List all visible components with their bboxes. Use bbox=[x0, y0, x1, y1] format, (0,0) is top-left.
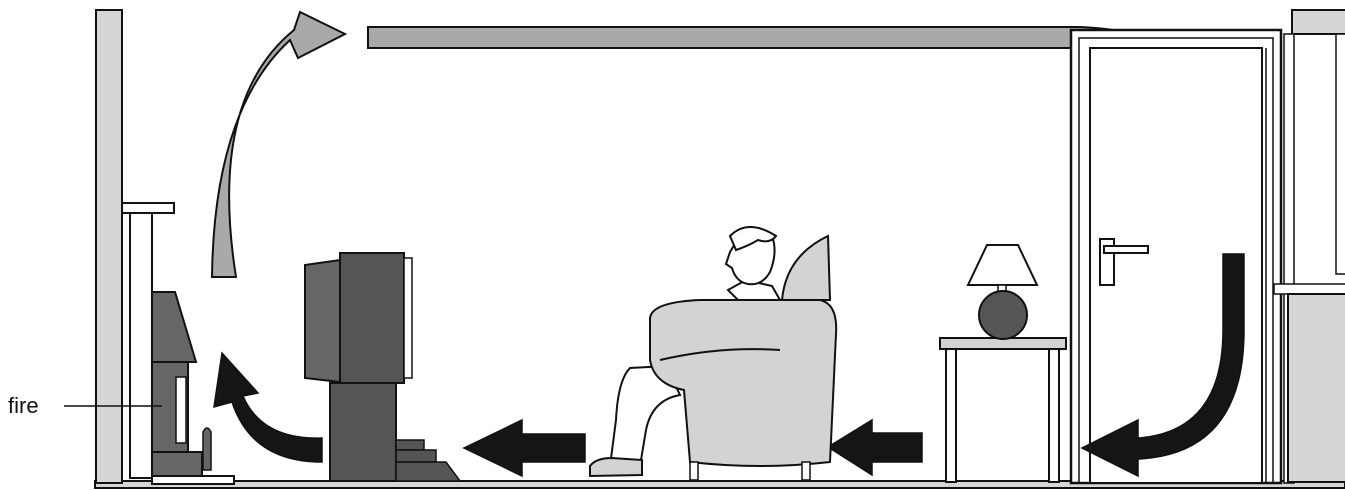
chair-foot-right bbox=[801, 461, 811, 481]
black-arrow-icon bbox=[213, 351, 323, 463]
mantel-shelf bbox=[121, 202, 175, 214]
door bbox=[1069, 28, 1283, 485]
chair-back bbox=[780, 234, 832, 301]
chair-body bbox=[649, 299, 838, 467]
tv-body bbox=[339, 252, 405, 384]
floor bbox=[94, 480, 1345, 489]
left-wall bbox=[95, 9, 123, 484]
fire-opening bbox=[175, 376, 187, 444]
side-table bbox=[939, 337, 1067, 483]
person-head bbox=[724, 226, 778, 286]
fire-label: fire bbox=[8, 393, 39, 418]
chimney-breast bbox=[129, 212, 153, 479]
door-handle-icon bbox=[1099, 238, 1149, 286]
tv-screen bbox=[304, 258, 341, 384]
chair-foot-left bbox=[689, 461, 699, 481]
chair-arm-line bbox=[659, 348, 781, 361]
table-lamp bbox=[966, 244, 1039, 340]
television bbox=[304, 252, 462, 482]
grey-arrow-icon bbox=[210, 10, 348, 278]
fire-base bbox=[151, 451, 203, 477]
tv-stand-base bbox=[395, 461, 462, 482]
right-wall bbox=[1273, 9, 1345, 484]
black-arrow-icon bbox=[1080, 253, 1245, 478]
lamp-base bbox=[978, 290, 1028, 340]
tv-back bbox=[403, 257, 413, 379]
tv-stand-step-2 bbox=[395, 449, 437, 463]
black-arrow-icon bbox=[462, 418, 586, 478]
lamp-shade bbox=[966, 244, 1039, 286]
tv-stand bbox=[329, 382, 397, 482]
black-arrow-icon bbox=[826, 418, 923, 477]
fireplace-hood bbox=[151, 291, 198, 363]
armchair-with-person bbox=[589, 226, 838, 481]
tv-stand-step-1 bbox=[395, 439, 425, 451]
fireplace bbox=[151, 291, 235, 485]
hearth bbox=[151, 475, 235, 485]
fire-tools bbox=[202, 427, 212, 471]
person-shoe bbox=[589, 456, 643, 478]
